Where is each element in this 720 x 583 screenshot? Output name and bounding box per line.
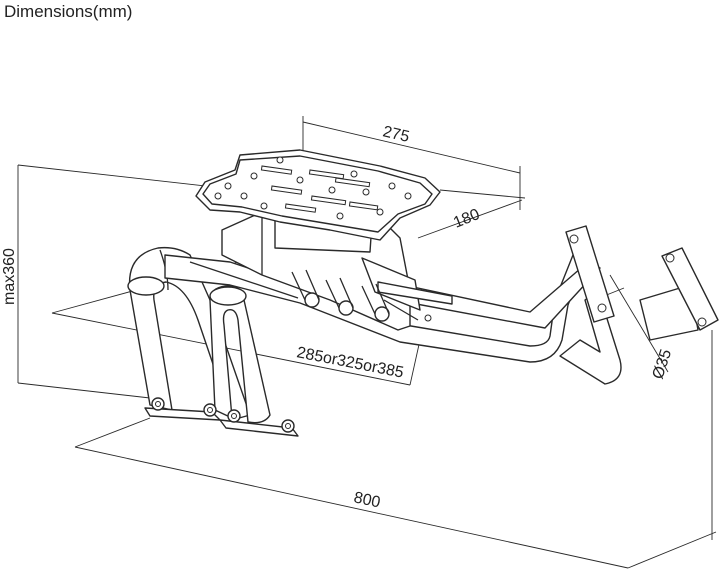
end-brackets: [565, 225, 719, 331]
frame-rear-tubes: [127, 246, 271, 424]
dimension-label-275: 275: [381, 123, 411, 146]
plate-holes: [214, 156, 412, 220]
dimension-label-height: max360: [1, 248, 18, 305]
dimension-label-mount-spacing: 285or325or385: [295, 344, 405, 381]
dimension-275: 275: [302, 116, 521, 210]
floor-feet: [144, 397, 299, 437]
dimension-800: 800: [74, 330, 717, 569]
dimension-label-180: 180: [451, 206, 482, 232]
top-mounting-plate: [195, 149, 441, 241]
dimension-label-tube-diameter: Ø35: [650, 347, 676, 381]
dimension-label-800: 800: [352, 489, 382, 511]
diagram-title: Dimensions(mm): [4, 2, 133, 21]
